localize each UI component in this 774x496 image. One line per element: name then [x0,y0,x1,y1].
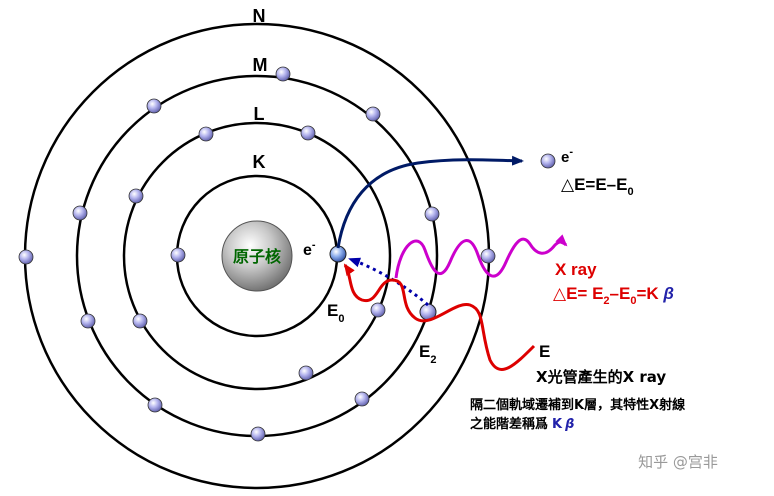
electron-label: e- [303,239,316,259]
electron [80,313,96,329]
ejected-electron-label: e- [561,146,573,166]
electron [170,247,186,263]
incident-caption: X光管產生的X ray [536,368,666,386]
ejection-arrow [336,155,524,249]
electron [128,188,144,204]
xray-wave [394,234,568,279]
electron [250,426,266,442]
electron [198,126,214,142]
shell-label-l: L [254,104,265,124]
level-label-e0: E0 [327,301,344,325]
electron [298,365,314,381]
electron-vacancy [329,245,347,263]
shell-label-m: M [253,55,268,75]
electron [147,397,163,413]
xray-title: X ray [555,260,597,279]
electron [365,106,381,122]
shell-label-n: N [253,6,266,26]
xray-energy-equation: △E= E2–E0=K β [553,284,674,307]
watermark: 知乎 @宫非 [638,453,718,471]
electron [370,302,386,318]
nucleus-label: 原子核 [233,247,281,266]
electron [480,248,496,264]
shell-label-k: K [253,152,266,172]
ejection-energy-equation: △E=E–E0 [561,175,634,198]
electron [18,249,34,265]
orbit-l [122,121,392,391]
electron [72,205,88,221]
electron [275,66,291,82]
electron [300,125,316,141]
incident-energy-label: E [539,342,550,361]
level-label-e2: E2 [419,342,436,366]
transition-arrow [348,257,429,307]
ejected-electron [540,153,556,169]
electron [354,391,370,407]
electron [132,313,148,329]
electron [146,98,162,114]
electron [424,206,440,222]
nucleus [221,220,293,292]
note-line-1: 隔二個軌域遷補到K層，其特性X射線 [470,397,686,413]
incident-wave [343,263,536,371]
